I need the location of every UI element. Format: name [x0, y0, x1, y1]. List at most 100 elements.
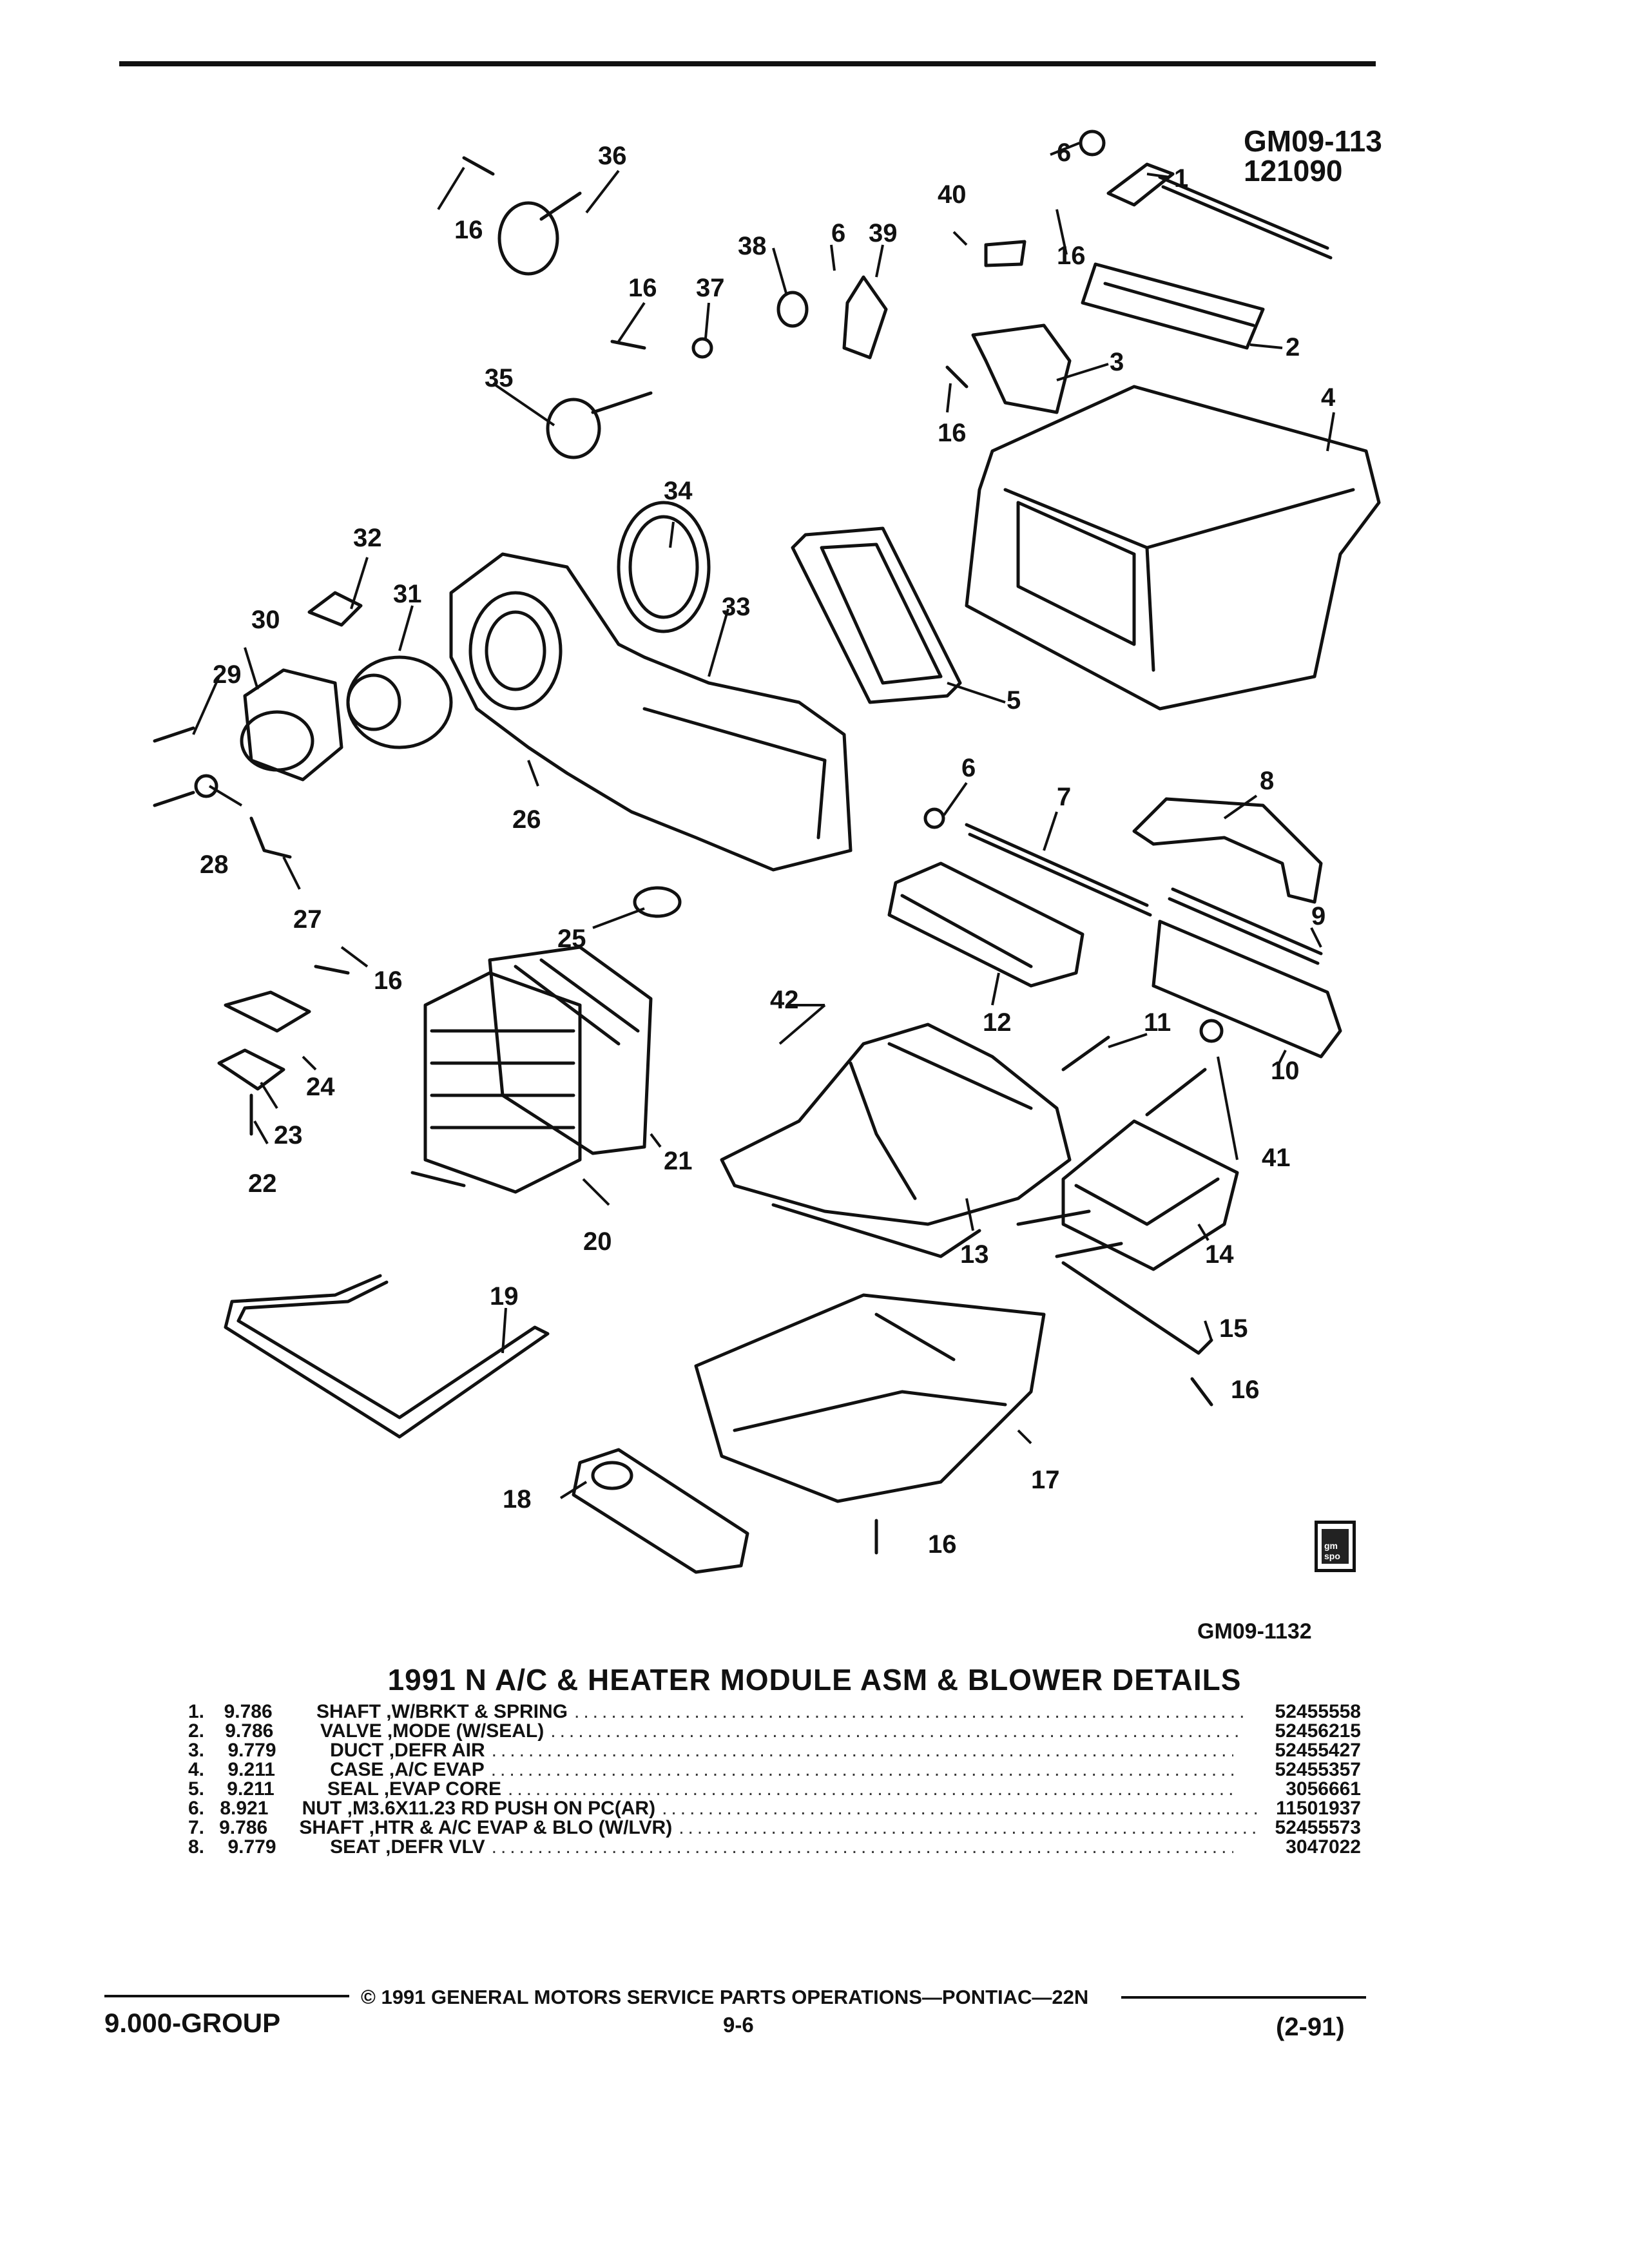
callout-37: 37: [696, 274, 725, 302]
callout-14: 14: [1205, 1240, 1234, 1269]
list-item: 7. 9.786 SHAFT ,HTR & A/C EVAP & BLO (W/LV…: [188, 1817, 1361, 1838]
callout-40: 40: [938, 180, 967, 209]
callout-8: 8: [1260, 767, 1274, 795]
callout-7: 7: [1057, 783, 1071, 811]
part-number: 52456215: [1275, 1720, 1361, 1742]
group-number: 8.921: [220, 1798, 269, 1819]
dot-leader: ........................................…: [662, 1798, 1257, 1819]
list-item: 1. 9.786 SHAFT ,W/BRKT & SPRING...........…: [188, 1701, 1361, 1722]
callout-17: 17: [1031, 1466, 1060, 1494]
callout-16a: 16: [454, 216, 483, 244]
group-label: 9.000-GROUP: [104, 2008, 281, 2038]
gm-spo-logo: gm spo: [1315, 1521, 1356, 1572]
group-number: 9.786: [224, 1701, 273, 1722]
item-number: 1.: [188, 1701, 205, 1722]
callout-21: 21: [664, 1147, 693, 1175]
callout-4: 4: [1321, 383, 1336, 412]
exploded-parts-diagram: 1 2 3 4 5 6 6 6 7 8 9 10 11 12 13 14 15 …: [153, 130, 1381, 1574]
callout-16g: 16: [928, 1530, 957, 1559]
callout-15: 15: [1219, 1314, 1248, 1343]
dot-leader: ........................................…: [507, 1778, 1236, 1800]
group-number: 9.786: [225, 1720, 274, 1742]
callout-27: 27: [293, 905, 322, 934]
callout-16f: 16: [1231, 1376, 1260, 1404]
callout-6a: 6: [1057, 139, 1071, 167]
group-number: 9.779: [227, 1740, 276, 1761]
callout-16b: 16: [628, 274, 657, 302]
callout-3: 3: [1110, 348, 1124, 376]
dot-leader: ........................................…: [679, 1817, 1259, 1838]
callout-13: 13: [960, 1240, 989, 1269]
figure-code: GM09-1132: [1197, 1619, 1312, 1644]
callout-33: 33: [722, 593, 751, 621]
part-description: VALVE ,MODE (W/SEAL): [320, 1720, 545, 1742]
section-title: 1991 N A/C & HEATER MODULE ASM & BLOWER …: [387, 1663, 1242, 1696]
callout-22: 22: [248, 1169, 277, 1198]
callout-42: 42: [770, 986, 799, 1014]
callout-10: 10: [1271, 1057, 1300, 1085]
ref-code-line1: GM09-113: [1244, 124, 1382, 158]
edition-date: (2-91): [1276, 2013, 1345, 2041]
callout-39: 39: [869, 219, 898, 247]
part-description: SEAL ,EVAP CORE: [327, 1778, 501, 1800]
callout-24: 24: [306, 1073, 335, 1101]
part-number: 3056661: [1286, 1778, 1361, 1800]
item-number: 6.: [188, 1798, 205, 1819]
callout-6b: 6: [831, 219, 845, 247]
callout-9: 9: [1311, 902, 1325, 930]
callout-16e: 16: [374, 966, 403, 995]
callout-31: 31: [393, 580, 422, 608]
part-shaft-bracket: [1106, 162, 1333, 260]
dot-leader: ........................................…: [490, 1759, 1233, 1780]
part-description: SHAFT ,W/BRKT & SPRING: [316, 1701, 568, 1722]
list-item: 8. 9.779 SEAT ,DEFR VLV...................…: [188, 1836, 1361, 1858]
callout-41: 41: [1262, 1144, 1291, 1172]
part-number: 52455427: [1275, 1740, 1361, 1761]
group-number: 9.211: [227, 1759, 275, 1780]
footer-rule-left: [104, 1995, 349, 1997]
group-number: 9.211: [227, 1778, 275, 1800]
part-number: 11501937: [1276, 1798, 1361, 1819]
part-description: SEAT ,DEFR VLV: [330, 1836, 485, 1858]
logo-text: gm spo: [1324, 1541, 1340, 1561]
dot-leader: ........................................…: [491, 1836, 1233, 1858]
callout-36: 36: [598, 142, 627, 170]
item-number: 4.: [188, 1759, 205, 1780]
part-description: DUCT ,DEFR AIR: [330, 1740, 485, 1761]
callout-1: 1: [1174, 164, 1188, 193]
callout-34: 34: [664, 477, 693, 505]
list-item: 5. 9.211 SEAL ,EVAP CORE..................…: [188, 1778, 1361, 1800]
part-number: 3047022: [1286, 1836, 1361, 1858]
callout-25: 25: [557, 925, 586, 953]
callout-20: 20: [583, 1227, 612, 1256]
callout-2: 2: [1286, 333, 1300, 361]
item-number: 7.: [188, 1817, 205, 1838]
part-number: 52455573: [1275, 1817, 1361, 1838]
callout-12: 12: [983, 1008, 1012, 1037]
part-number: 52455357: [1275, 1759, 1361, 1780]
callout-6c: 6: [961, 754, 976, 782]
item-number: 8.: [188, 1836, 205, 1858]
parts-list: 1. 9.786 SHAFT ,W/BRKT & SPRING...........…: [188, 1701, 1361, 1858]
dot-leader: ........................................…: [574, 1701, 1245, 1722]
callout-18: 18: [503, 1485, 532, 1514]
item-number: 5.: [188, 1778, 205, 1800]
footer-rule-right: [1121, 1996, 1366, 1999]
callout-35: 35: [485, 364, 514, 392]
item-number: 2.: [188, 1720, 205, 1742]
group-number: 9.786: [219, 1817, 268, 1838]
callout-32: 32: [353, 524, 382, 552]
callout-11: 11: [1144, 1008, 1171, 1037]
callout-5: 5: [1007, 686, 1021, 715]
callout-29: 29: [213, 660, 242, 689]
dot-leader: ........................................…: [491, 1740, 1233, 1761]
callout-26: 26: [512, 805, 541, 834]
group-number: 9.779: [227, 1836, 276, 1858]
page-number: 9-6: [723, 2013, 754, 2037]
callout-28: 28: [200, 850, 229, 879]
part-description: SHAFT ,HTR & A/C EVAP & BLO (W/LVR): [299, 1817, 673, 1838]
